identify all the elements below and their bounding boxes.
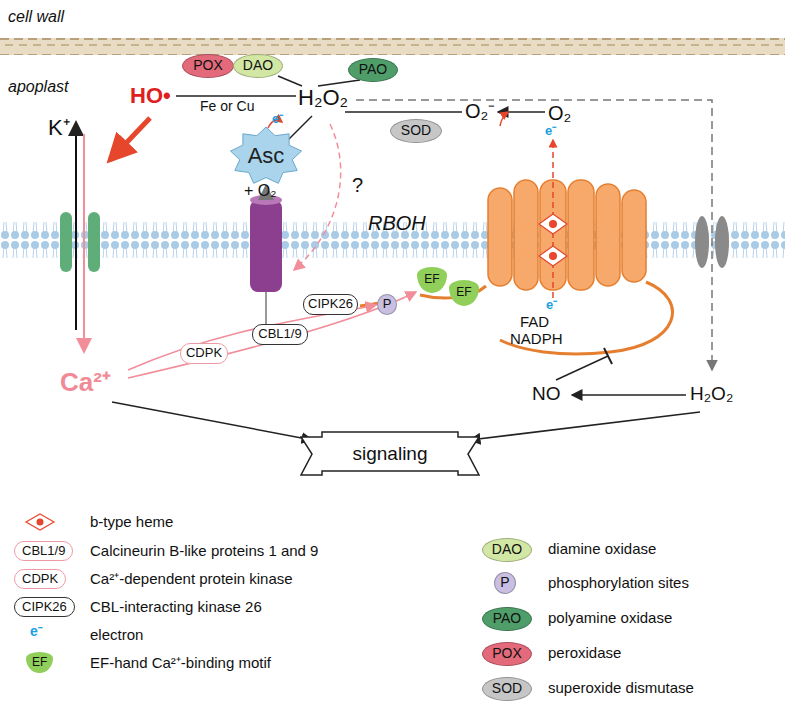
ef-hand: EF (449, 280, 479, 306)
node-text: CBL1/9 (258, 327, 301, 341)
legend-sample: SOD (492, 681, 522, 696)
enzyme-ellipse: DAO (233, 54, 283, 78)
catalyst-label: Fe or Cu (200, 99, 254, 114)
molecule-label: O₂ (548, 102, 571, 124)
electron-label: e⁻ (545, 124, 556, 138)
legend-swatch: POX (482, 642, 532, 666)
node-text: CIPK26 (308, 297, 353, 311)
legend-sample: CIPK26 (14, 597, 75, 617)
node-text: EF (424, 273, 439, 286)
legend-text: Calcineurin B-like proteins 1 and 9 (90, 543, 318, 560)
enzyme-ellipse: SOD (390, 119, 442, 143)
legend-sample: P (500, 575, 509, 590)
region-label: cell wall (8, 8, 64, 26)
cofactor-label: FAD (520, 314, 549, 331)
question-mark: ? (352, 174, 363, 196)
legend-swatch: P (494, 572, 516, 594)
protein-label: RBOH (368, 212, 426, 234)
molecule-label: O₂⁻ (465, 100, 495, 122)
region-label: apoplast (8, 78, 69, 96)
ascorbate-star: Asc (229, 126, 303, 186)
legend-text: electron (90, 627, 143, 644)
phosphorylation-site: P (377, 294, 397, 315)
signaling-banner: signaling (300, 431, 480, 477)
legend-swatch: PAO (482, 607, 532, 631)
legend-sample: EF (26, 652, 53, 673)
legend-text: EF-hand Ca²⁺-binding motif (90, 655, 271, 672)
legend-sample: CDPK (14, 569, 66, 589)
molecule-label: + O₂ (244, 182, 276, 200)
legend-text: superoxide dismutase (548, 680, 694, 697)
legend-text: polyamine oxidase (548, 610, 672, 627)
node-text: CDPK (186, 346, 222, 360)
enzyme-ellipse: PAO (348, 58, 398, 82)
legend-text: CBL-interacting kinase 26 (90, 599, 262, 616)
kinase-box: CIPK26 (303, 294, 358, 315)
legend-sample: CBL1/9 (14, 541, 73, 561)
electron-label: e⁻ (272, 112, 283, 126)
legend-text: b-type heme (90, 514, 173, 531)
ion-label: Ca²⁺ (60, 368, 111, 397)
legend-sample: PAO (493, 611, 522, 626)
ion-label: K⁺ (48, 116, 70, 140)
node-text: P (383, 297, 392, 311)
node-text: POX (193, 58, 223, 73)
legend-sample: e⁻ (30, 624, 43, 639)
ef-hand: EF (417, 267, 447, 293)
legend-sample: POX (492, 646, 522, 661)
electron-label: e⁻ (546, 298, 557, 312)
node-text: signaling (353, 444, 428, 465)
legend-swatch: SOD (482, 677, 532, 701)
legend-text: peroxidase (548, 645, 621, 662)
kinase-box: CDPK (180, 343, 228, 364)
molecule-label: H₂O₂ (298, 86, 348, 110)
node-text: DAO (243, 58, 273, 73)
cofactor-label: NADPH (510, 331, 563, 348)
legend-text: phosphorylation sites (548, 575, 689, 592)
molecule-label: H₂O₂ (690, 384, 733, 405)
node-text: SOD (401, 123, 431, 138)
molecule-label: NO (532, 384, 561, 405)
radical-label: HO• (130, 84, 171, 108)
node-text: Asc (248, 144, 285, 168)
legend-swatch: DAO (482, 538, 532, 562)
legend-sample: DAO (492, 542, 522, 557)
legend-text: diamine oxidase (548, 541, 656, 558)
node-text: PAO (359, 62, 388, 77)
enzyme-ellipse: POX (182, 54, 234, 78)
protein-box: CBL1/9 (252, 324, 308, 345)
legend-text: Ca²⁺-dependent protein kinase (90, 571, 293, 588)
node-text: EF (456, 286, 471, 299)
